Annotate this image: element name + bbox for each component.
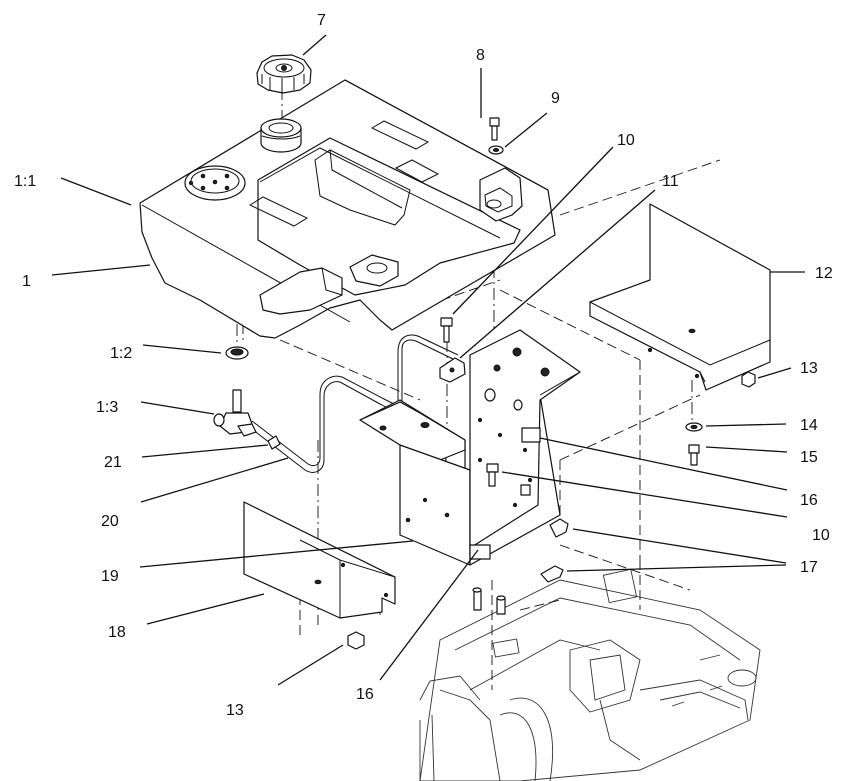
callout-19: 19 xyxy=(101,568,119,585)
bolt-lower xyxy=(486,463,499,487)
support-bracket-12 xyxy=(589,203,771,391)
fuel-line xyxy=(247,334,459,473)
bolt-and-clip xyxy=(439,317,466,383)
callout-7: 7 xyxy=(317,12,326,29)
fastener-set-right xyxy=(685,371,756,466)
nut-13-lower xyxy=(347,631,365,650)
support-bracket-18 xyxy=(243,501,396,619)
callout-21: 21 xyxy=(104,454,122,471)
callout-20: 20 xyxy=(101,513,119,530)
fuel-tank xyxy=(139,79,556,339)
callout-labels: 7 8 9 10 11 1:1 1 12 1:2 13 1:3 14 15 21… xyxy=(14,12,833,719)
callout-1-3: 1:3 xyxy=(96,399,118,416)
filler-neck xyxy=(260,118,302,153)
fuel-cap xyxy=(256,54,312,94)
bolt-and-washer xyxy=(488,117,504,155)
callout-10-upper: 10 xyxy=(617,132,635,149)
callout-12: 12 xyxy=(815,265,833,282)
leader-lines xyxy=(51,34,805,686)
callout-10-lower: 10 xyxy=(812,527,830,544)
mounting-studs xyxy=(472,587,506,615)
callout-18: 18 xyxy=(108,624,126,641)
fuel-fitting xyxy=(213,346,257,437)
callout-1: 1 xyxy=(22,273,31,290)
callout-16-lower: 16 xyxy=(356,686,374,703)
callout-15: 15 xyxy=(800,449,818,466)
callout-11: 11 xyxy=(662,173,679,190)
callout-16-right: 16 xyxy=(800,492,818,509)
callout-13-right: 13 xyxy=(800,360,818,377)
callout-1-2: 1:2 xyxy=(110,345,132,362)
hose-clamp xyxy=(267,435,281,450)
main-bracket xyxy=(359,329,581,566)
callout-17: 17 xyxy=(800,559,818,576)
callout-8: 8 xyxy=(476,47,485,64)
callout-13-lower: 13 xyxy=(226,702,244,719)
machine-frame xyxy=(419,568,761,781)
bolts-17 xyxy=(540,518,569,583)
callout-1-1: 1:1 xyxy=(14,173,36,190)
callout-14: 14 xyxy=(800,417,818,434)
callout-9: 9 xyxy=(551,90,560,107)
